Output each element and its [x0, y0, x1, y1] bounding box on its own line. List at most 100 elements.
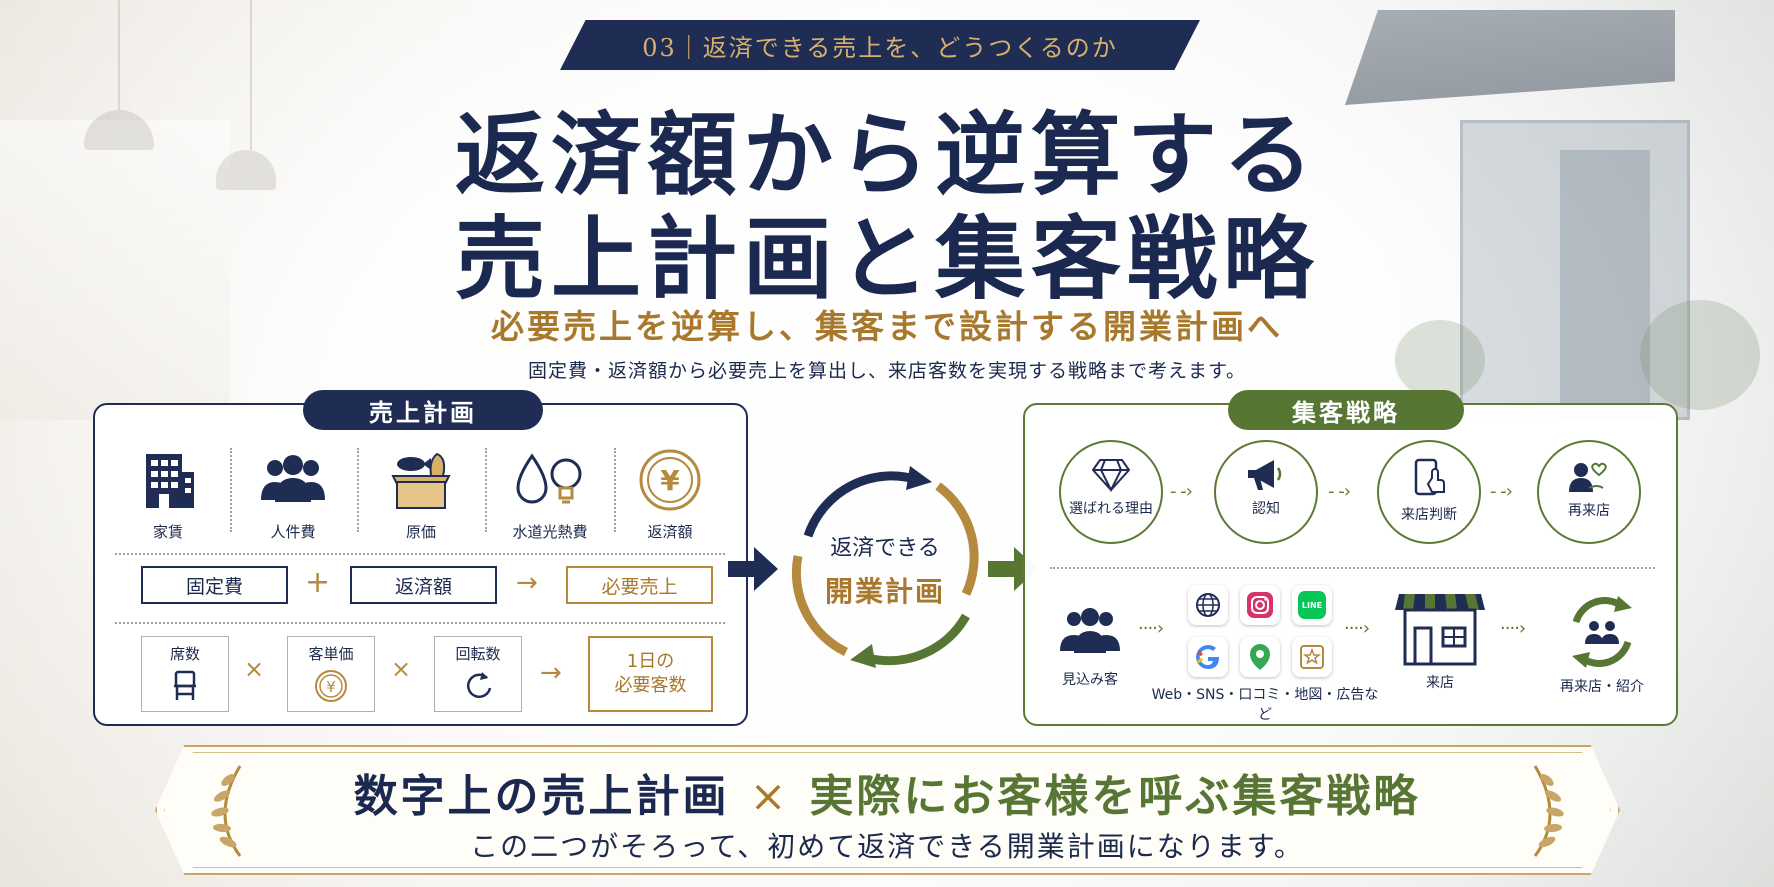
times-sign: ×	[391, 655, 412, 683]
cost-label: 返済額	[647, 523, 693, 541]
arrow-icon: →	[540, 658, 562, 688]
step-decision: 来店判断	[1377, 440, 1481, 544]
cycle-center-text: 返済できる 開業計画	[768, 530, 1002, 610]
divider	[115, 622, 725, 624]
cost-ingredients: 原価	[361, 445, 481, 542]
people-icon	[233, 445, 353, 515]
divider	[357, 448, 359, 532]
turnover-box: 回転数	[434, 636, 522, 712]
fixed-cost-box: 固定費	[141, 566, 288, 604]
flow-visit: 来店	[1390, 590, 1490, 692]
map-pin-icon	[1240, 637, 1280, 677]
divider	[485, 448, 487, 532]
line-icon: LINE	[1292, 585, 1332, 625]
daily-customers-box: 1日の 必要客数	[588, 636, 713, 712]
smartphone-tap-icon	[1379, 458, 1479, 498]
svg-text:¥: ¥	[326, 678, 336, 696]
lamp-cord	[250, 0, 252, 150]
times-sign: ×	[244, 655, 265, 683]
svg-text:¥: ¥	[660, 464, 680, 497]
cost-label: 水道光熱費	[512, 523, 588, 541]
pendant-lamp-icon	[216, 150, 276, 190]
step-label: 再来店	[1568, 503, 1610, 519]
cycle-line2: 開業計画	[824, 575, 945, 608]
yen-coin-icon: ¥	[610, 445, 730, 515]
turnover-label: 回転数	[455, 645, 501, 663]
dashed-arrow-icon: ····›	[1344, 618, 1370, 639]
banner-headline: 数字上の売上計画 × 実際にお客様を呼ぶ集客戦略	[0, 760, 1774, 824]
cost-label: 人件費	[270, 523, 316, 541]
banner-subtext: この二つがそろって、初めて返済できる開業計画になります。	[470, 830, 1304, 863]
cost-labor: 人件費	[233, 445, 353, 542]
ingredients-box-icon	[361, 445, 481, 515]
storefront-window	[1460, 120, 1690, 420]
prospects-icon	[1045, 605, 1135, 661]
page-description: 固定費・返済額から必要売上を算出し、来店客数を実現する戦略まで考えます。	[527, 360, 1247, 382]
conclusion-banner	[155, 745, 1620, 875]
page-subtitle: 必要売上を逆算し、集客まで設計する開業計画へ	[491, 307, 1283, 346]
banner-right-text: 実際にお客様を呼ぶ集客戦略	[809, 771, 1421, 822]
storefront-door	[1560, 150, 1650, 420]
diamond-icon	[1061, 458, 1161, 492]
building-icon	[108, 445, 228, 515]
laurel-right-icon	[1533, 765, 1564, 857]
dashed-arrow-icon: ····›	[1138, 618, 1164, 639]
step-label: 認知	[1252, 501, 1280, 517]
cost-label: 原価	[405, 523, 436, 541]
repayment-box: 返済額	[350, 566, 497, 604]
step-label: 選ばれる理由	[1069, 501, 1153, 517]
cost-repayment: ¥ 返済額	[610, 445, 730, 542]
banner-left-text: 数字上の売上計画	[353, 771, 730, 822]
divider	[614, 448, 616, 532]
divider	[230, 448, 232, 532]
dashed-arrow-icon: - -›	[1170, 481, 1193, 502]
flow-label: 見込み客	[1062, 672, 1118, 688]
chair-icon	[142, 668, 228, 702]
cost-utilities: 水道光熱費	[490, 445, 610, 542]
globe-icon	[1188, 585, 1228, 625]
repeat-cycle-icon	[1547, 592, 1657, 676]
arrow-icon: →	[516, 568, 538, 598]
cost-label: 家賃	[152, 523, 183, 541]
result-line1: 1日の	[626, 650, 675, 672]
water-bulb-icon	[490, 445, 610, 515]
seats-label: 席数	[169, 645, 200, 663]
flow-label: Web・SNS・口コミ・地図・広告など	[1151, 687, 1379, 723]
unit-price-label: 客単価	[308, 645, 354, 663]
person-heart-icon	[1539, 458, 1639, 494]
divider	[115, 553, 725, 555]
flow-label: 来店	[1426, 675, 1454, 691]
plant	[1395, 320, 1485, 400]
page-title-line2: 売上計画と集客戦略	[455, 206, 1319, 312]
cycle-diagram	[791, 466, 979, 668]
sales-plan-label: 売上計画	[303, 390, 543, 430]
instagram-icon	[1240, 585, 1280, 625]
cycle-line1: 返済できる	[830, 536, 940, 561]
yen-coin-icon: ¥	[288, 668, 374, 704]
result-line2: 必要客数	[614, 675, 687, 696]
seats-box: 席数	[141, 636, 229, 712]
strategy-label: 集客戦略	[1228, 390, 1464, 430]
google-icon	[1188, 637, 1228, 677]
section-tag: 03｜返済できる売上を、どうつくるのか	[560, 20, 1200, 70]
cost-rent: 家賃	[108, 445, 228, 542]
flow-label: 再来店・紹介	[1560, 679, 1644, 695]
background-window	[0, 120, 230, 420]
right-arrow-icon	[728, 547, 778, 591]
dashed-arrow-icon: ····›	[1500, 618, 1526, 639]
plus-sign: +	[305, 565, 331, 600]
page-title-line1: 返済額から逆算する	[455, 102, 1319, 208]
step-reason: 選ばれる理由	[1059, 440, 1163, 544]
required-sales-box: 必要売上	[566, 566, 713, 604]
flow-prospects: 見込み客	[1045, 605, 1135, 689]
laurel-left-icon	[211, 765, 242, 857]
divider	[1050, 567, 1655, 569]
banner-times: ×	[749, 771, 790, 822]
dashed-arrow-icon: - -›	[1328, 481, 1351, 502]
cycle-arrowhead	[906, 466, 932, 490]
unit-price-box: 客単価 ¥	[287, 636, 375, 712]
refresh-icon	[435, 668, 521, 702]
step-revisit: 再来店	[1537, 440, 1641, 544]
plant	[1640, 300, 1760, 410]
megaphone-icon	[1216, 458, 1316, 492]
